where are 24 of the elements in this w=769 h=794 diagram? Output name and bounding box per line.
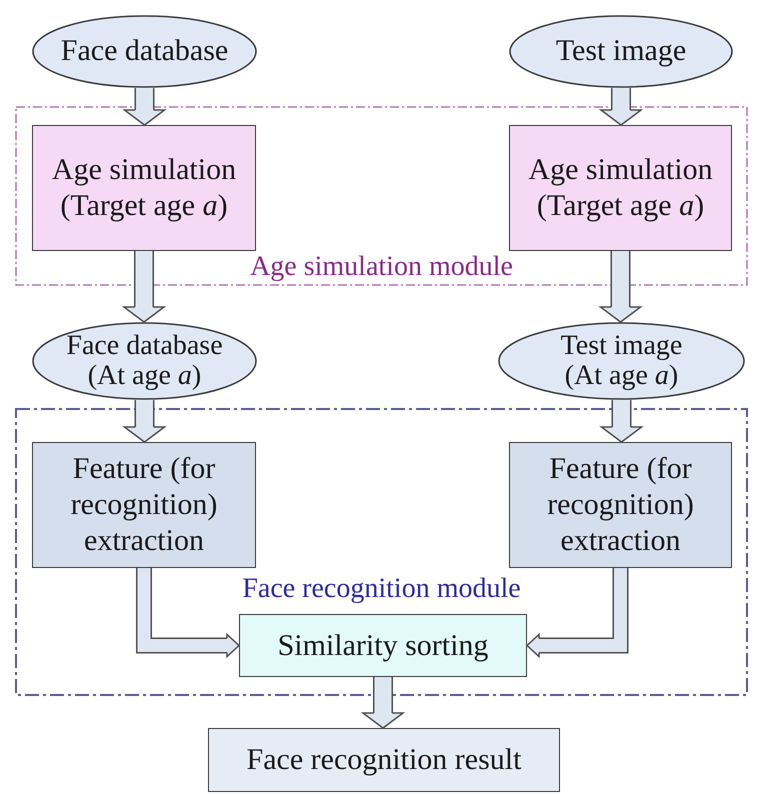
process-label: Similarity sorting: [278, 628, 488, 664]
process-box: [32, 442, 256, 568]
process-label: Feature (for recognition) extraction: [546, 451, 695, 559]
process-box: [32, 125, 256, 251]
module-frame: [15, 106, 748, 286]
result-box: [208, 728, 560, 792]
result-label: Face recognition result: [246, 742, 522, 778]
process-label: Age simulation (Target age a): [50, 152, 238, 224]
data-ellipse: [32, 322, 257, 400]
data-ellipse: [498, 322, 745, 400]
module-frame: [15, 408, 748, 696]
process-box: [239, 614, 527, 677]
data-label: Face database (At age a): [65, 330, 224, 392]
process-label: Feature (for recognition) extraction: [70, 451, 218, 559]
data-label: Test image (At age a): [560, 330, 684, 392]
module-label: Age simulation module: [250, 252, 513, 283]
module-label: Face recognition module: [242, 574, 521, 605]
data-label: Test image: [556, 35, 686, 68]
process-label: Age simulation (Target age a): [527, 152, 714, 224]
data-label: Face database: [60, 35, 228, 68]
data-ellipse: [32, 15, 257, 88]
data-ellipse: [509, 15, 733, 88]
process-box: [509, 125, 732, 251]
process-box: [509, 442, 732, 568]
